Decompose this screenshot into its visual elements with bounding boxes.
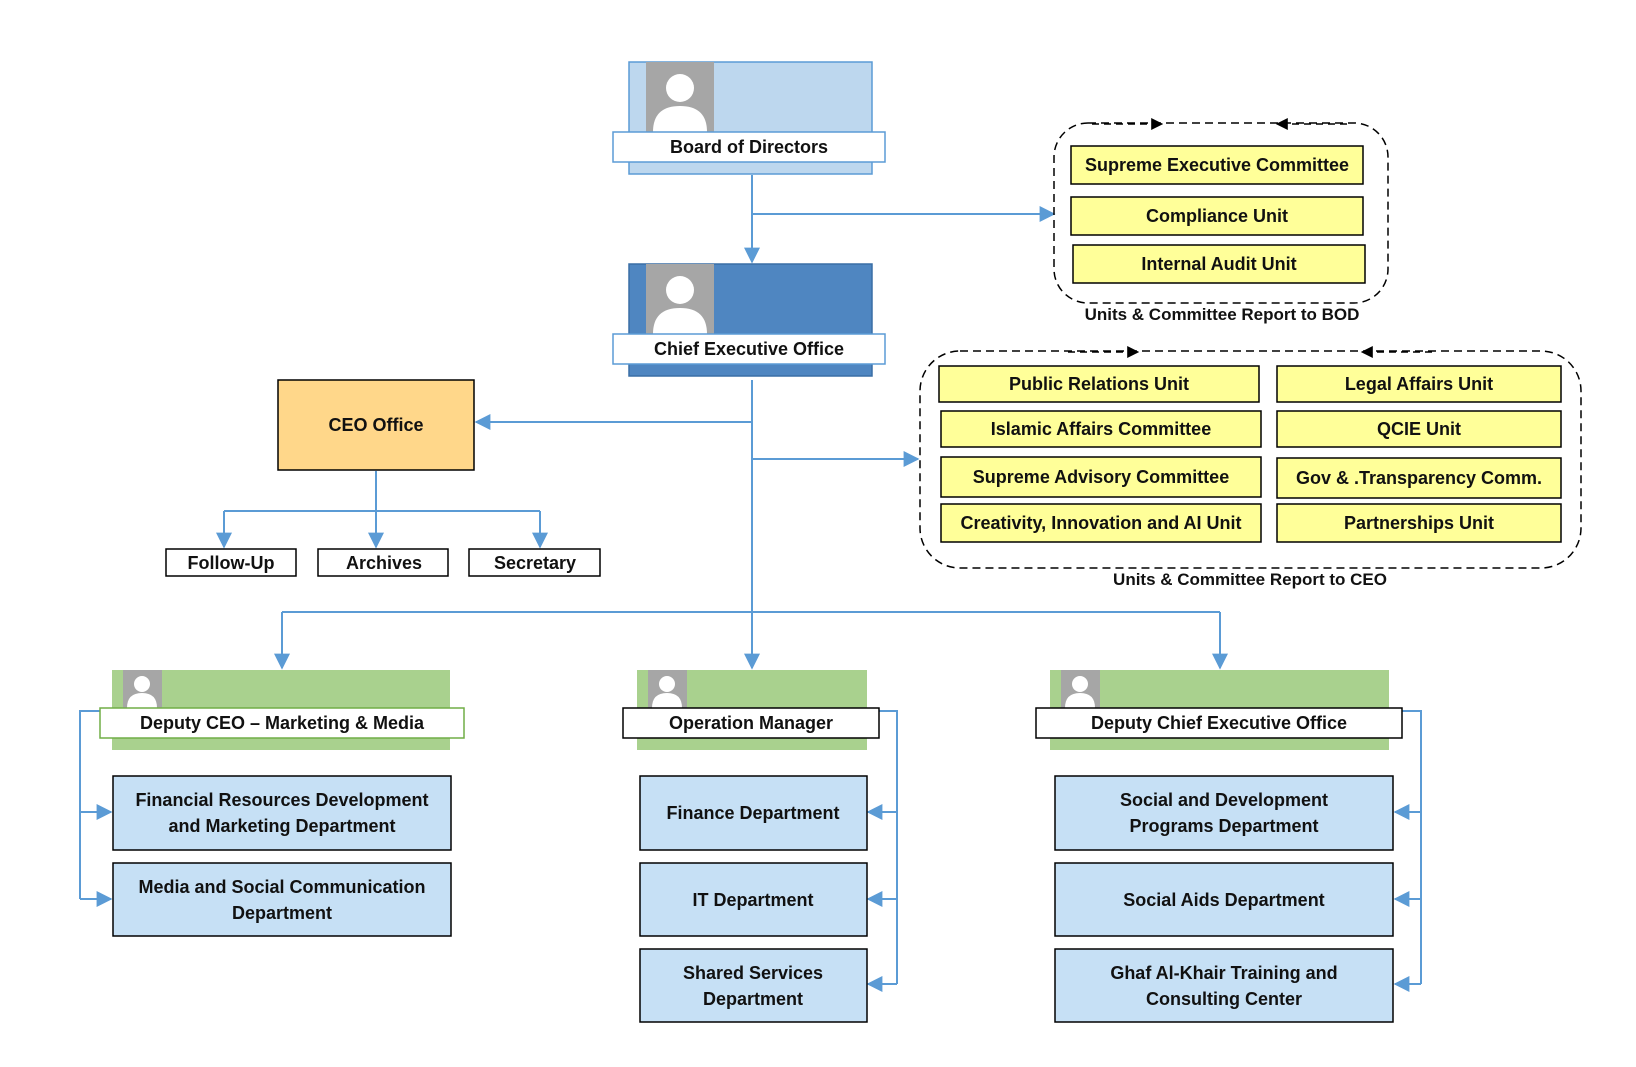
bod-units-caption: Units & Committee Report to BOD (1085, 305, 1360, 324)
deputy-card[interactable]: Deputy Chief Executive Office (1035, 670, 1403, 750)
unit-box[interactable]: QCIE Unit (1276, 410, 1562, 448)
department-line: Consulting Center (1146, 989, 1302, 1009)
avatar-icon (646, 264, 714, 334)
deputy-title: Deputy Chief Executive Office (1091, 713, 1347, 733)
office-child-box[interactable]: Secretary (468, 548, 601, 577)
ceo-label-box (612, 333, 886, 365)
office-child-box[interactable]: Archives (317, 548, 449, 577)
unit-box[interactable]: Partnerships Unit (1276, 503, 1562, 543)
unit-label: Public Relations Unit (1009, 374, 1189, 394)
deputy-card[interactable]: Operation Manager (622, 670, 880, 750)
department-box[interactable]: IT Department (639, 862, 868, 937)
department-box[interactable]: Finance Department (639, 775, 868, 851)
department-box[interactable]: Social Aids Department (1054, 862, 1394, 937)
unit-box[interactable]: Internal Audit Unit (1072, 244, 1366, 284)
ceo-units-group: Public Relations Unit Islamic Affairs Co… (919, 346, 1582, 589)
ceo-office-title: CEO Office (328, 415, 423, 435)
unit-label: Compliance Unit (1146, 206, 1288, 226)
deputy-title: Operation Manager (669, 713, 833, 733)
unit-box[interactable]: Supreme Advisory Committee (940, 456, 1262, 498)
unit-label: Islamic Affairs Committee (991, 419, 1211, 439)
department-line: Social Aids Department (1123, 890, 1324, 910)
unit-box[interactable]: Public Relations Unit (938, 365, 1260, 403)
deputy-title: Deputy CEO – Marketing & Media (140, 713, 425, 733)
ceo-units-border (919, 350, 1582, 569)
avatar-icon (646, 62, 714, 132)
avatar-icon (648, 670, 687, 708)
connectors (79, 175, 1422, 992)
board-label-box (612, 131, 886, 163)
unit-box[interactable]: Creativity, Innovation and AI Unit (940, 503, 1262, 543)
unit-label: Legal Affairs Unit (1345, 374, 1493, 394)
office-child-label: Follow-Up (188, 553, 275, 573)
ceo-card[interactable]: Chief Executive Office (612, 263, 886, 377)
board-title: Board of Directors (670, 137, 828, 157)
department-line: Media and Social Communication (138, 877, 425, 897)
unit-box[interactable]: Compliance Unit (1070, 196, 1364, 236)
bod-units-border (1053, 122, 1389, 304)
unit-label: Partnerships Unit (1344, 513, 1494, 533)
unit-label: Internal Audit Unit (1141, 254, 1296, 274)
unit-box[interactable]: Gov & .Transparency Comm. (1276, 457, 1562, 499)
department-box[interactable]: Social and Development Programs Departme… (1054, 775, 1394, 851)
unit-label: Supreme Executive Committee (1085, 155, 1349, 175)
unit-label: Creativity, Innovation and AI Unit (960, 513, 1241, 533)
deputy-label-box (99, 707, 465, 739)
department-line: Department (703, 989, 803, 1009)
connector-d2-spine (878, 710, 898, 984)
unit-box[interactable]: Supreme Executive Committee (1070, 145, 1364, 185)
department-line: Finance Department (666, 803, 839, 823)
ceo-units-caption: Units & Committee Report to CEO (1113, 570, 1387, 589)
department-line: Financial Resources Development (135, 790, 428, 810)
office-child-box[interactable]: Follow-Up (165, 548, 297, 577)
unit-label: Gov & .Transparency Comm. (1296, 468, 1542, 488)
department-line: IT Department (692, 890, 813, 910)
deputy-label-box (622, 707, 880, 739)
bod-units-group: Supreme Executive Committee Compliance U… (1053, 118, 1389, 324)
department-box[interactable]: Shared Services Department (639, 948, 868, 1023)
unit-label: QCIE Unit (1377, 419, 1461, 439)
avatar-icon (1061, 670, 1100, 708)
department-line: Ghaf Al-Khair Training and (1110, 963, 1337, 983)
department-box[interactable]: Media and Social Communication Departmen… (112, 862, 452, 937)
connector-d1-spine (79, 710, 100, 899)
department-line: Department (232, 903, 332, 923)
board-card[interactable]: Board of Directors (612, 61, 886, 175)
unit-box[interactable]: Islamic Affairs Committee (940, 410, 1262, 448)
department-box[interactable]: Ghaf Al-Khair Training and Consulting Ce… (1054, 948, 1394, 1023)
avatar-icon (123, 670, 162, 708)
deputy-card[interactable]: Deputy CEO – Marketing & Media (99, 670, 465, 750)
unit-label: Supreme Advisory Committee (973, 467, 1229, 487)
department-box[interactable]: Financial Resources Development and Mark… (112, 775, 452, 851)
ceo-title: Chief Executive Office (654, 339, 844, 359)
deputy-label-box (1035, 707, 1403, 739)
department-line: Programs Department (1129, 816, 1318, 836)
department-line: Social and Development (1120, 790, 1328, 810)
connector-d3-spine (1402, 710, 1422, 984)
department-line: and Marketing Department (168, 816, 395, 836)
ceo-office-box[interactable]: CEO Office (277, 379, 475, 471)
office-child-label: Secretary (494, 553, 576, 573)
unit-box[interactable]: Legal Affairs Unit (1276, 365, 1562, 403)
office-child-label: Archives (346, 553, 422, 573)
department-line: Shared Services (683, 963, 823, 983)
